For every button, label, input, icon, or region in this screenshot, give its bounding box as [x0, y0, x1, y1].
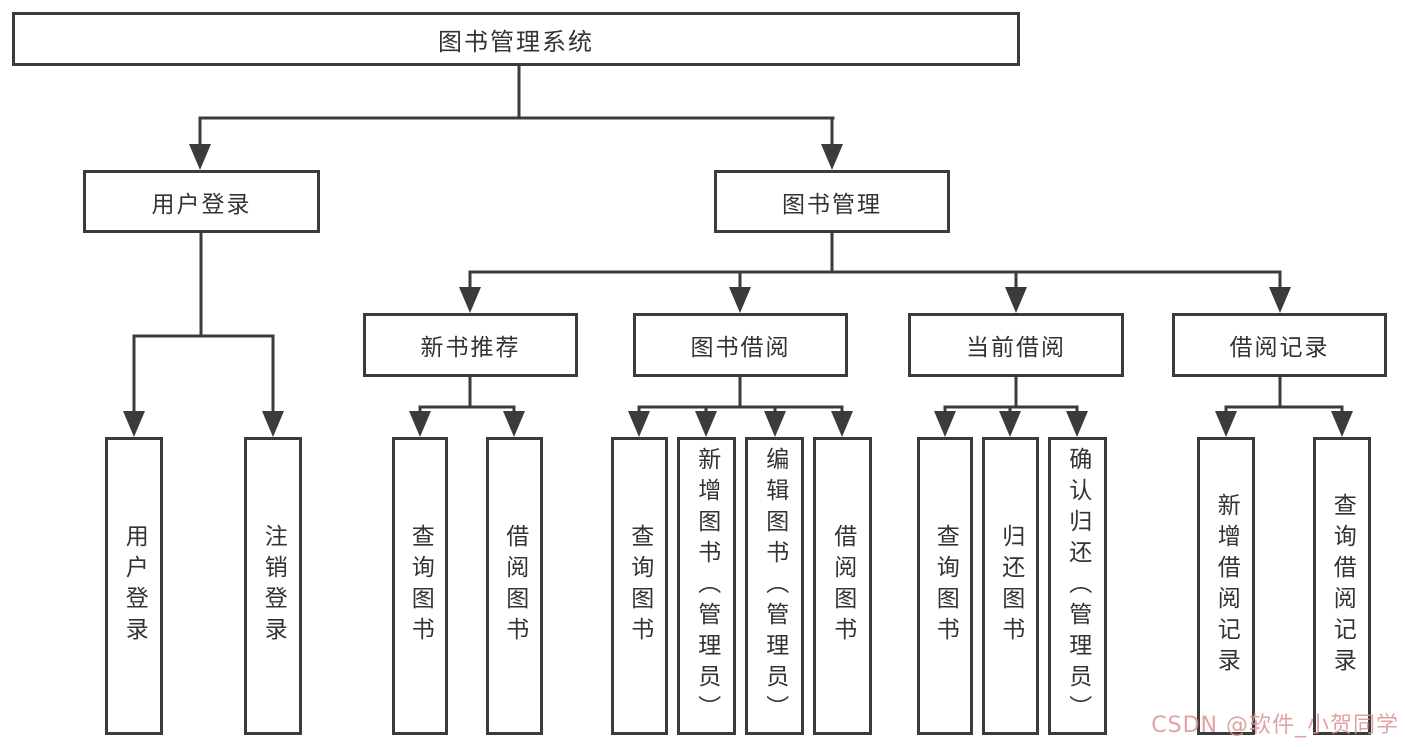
node-label: 图书管理: [782, 191, 882, 218]
node-label: 借阅图书: [829, 524, 856, 648]
node-book-borrow: 图书借阅: [633, 313, 848, 377]
node-label: 用户登录: [121, 524, 148, 648]
node-book-management: 图书管理: [714, 170, 950, 233]
leaf-edit-book-admin: 编辑图书（管理员）: [745, 437, 804, 735]
leaf-user-login: 用户登录: [105, 437, 163, 735]
leaf-borrow-books-recommend: 借阅图书: [486, 437, 543, 735]
leaf-add-book-admin: 新增图书（管理员）: [677, 437, 736, 735]
leaf-borrow-book: 借阅图书: [813, 437, 872, 735]
leaf-query-borrow-record: 查询借阅记录: [1313, 437, 1371, 735]
node-new-book-recommend: 新书推荐: [363, 313, 578, 377]
leaf-return-book: 归还图书: [982, 437, 1039, 735]
leaf-query-books-borrow: 查询图书: [611, 437, 668, 735]
node-label: 查询借阅记录: [1329, 493, 1356, 679]
node-current-borrow: 当前借阅: [908, 313, 1124, 377]
node-label: 新书推荐: [420, 335, 521, 361]
node-borrow-records: 借阅记录: [1172, 313, 1387, 377]
leaf-query-books-recommend: 查询图书: [392, 437, 448, 735]
arrowheads: [123, 144, 1353, 437]
node-label: 图书管理系统: [438, 27, 594, 56]
node-label: 归还图书: [997, 524, 1024, 648]
node-label: 新增借阅记录: [1213, 493, 1240, 679]
leaf-logout: 注销登录: [244, 437, 302, 735]
node-label: 新增图书（管理员）: [693, 446, 720, 726]
node-library-management-system: 图书管理系统: [12, 12, 1020, 66]
node-label: 图书借阅: [690, 335, 791, 361]
node-label: 借阅记录: [1229, 335, 1330, 361]
leaf-add-borrow-record: 新增借阅记录: [1197, 437, 1255, 735]
node-label: 借阅图书: [501, 524, 528, 648]
leaf-query-books-current: 查询图书: [917, 437, 973, 735]
node-label: 查询图书: [407, 524, 434, 648]
node-label: 查询图书: [932, 524, 959, 648]
leaf-confirm-return-admin: 确认归还（管理员）: [1048, 437, 1107, 735]
node-label: 确认归还（管理员）: [1064, 446, 1091, 726]
node-label: 注销登录: [260, 524, 287, 648]
node-label: 编辑图书（管理员）: [761, 446, 788, 726]
node-label: 当前借阅: [966, 335, 1066, 361]
node-user-login: 用户登录: [83, 170, 320, 233]
node-label: 用户登录: [151, 191, 252, 218]
node-label: 查询图书: [626, 524, 653, 648]
